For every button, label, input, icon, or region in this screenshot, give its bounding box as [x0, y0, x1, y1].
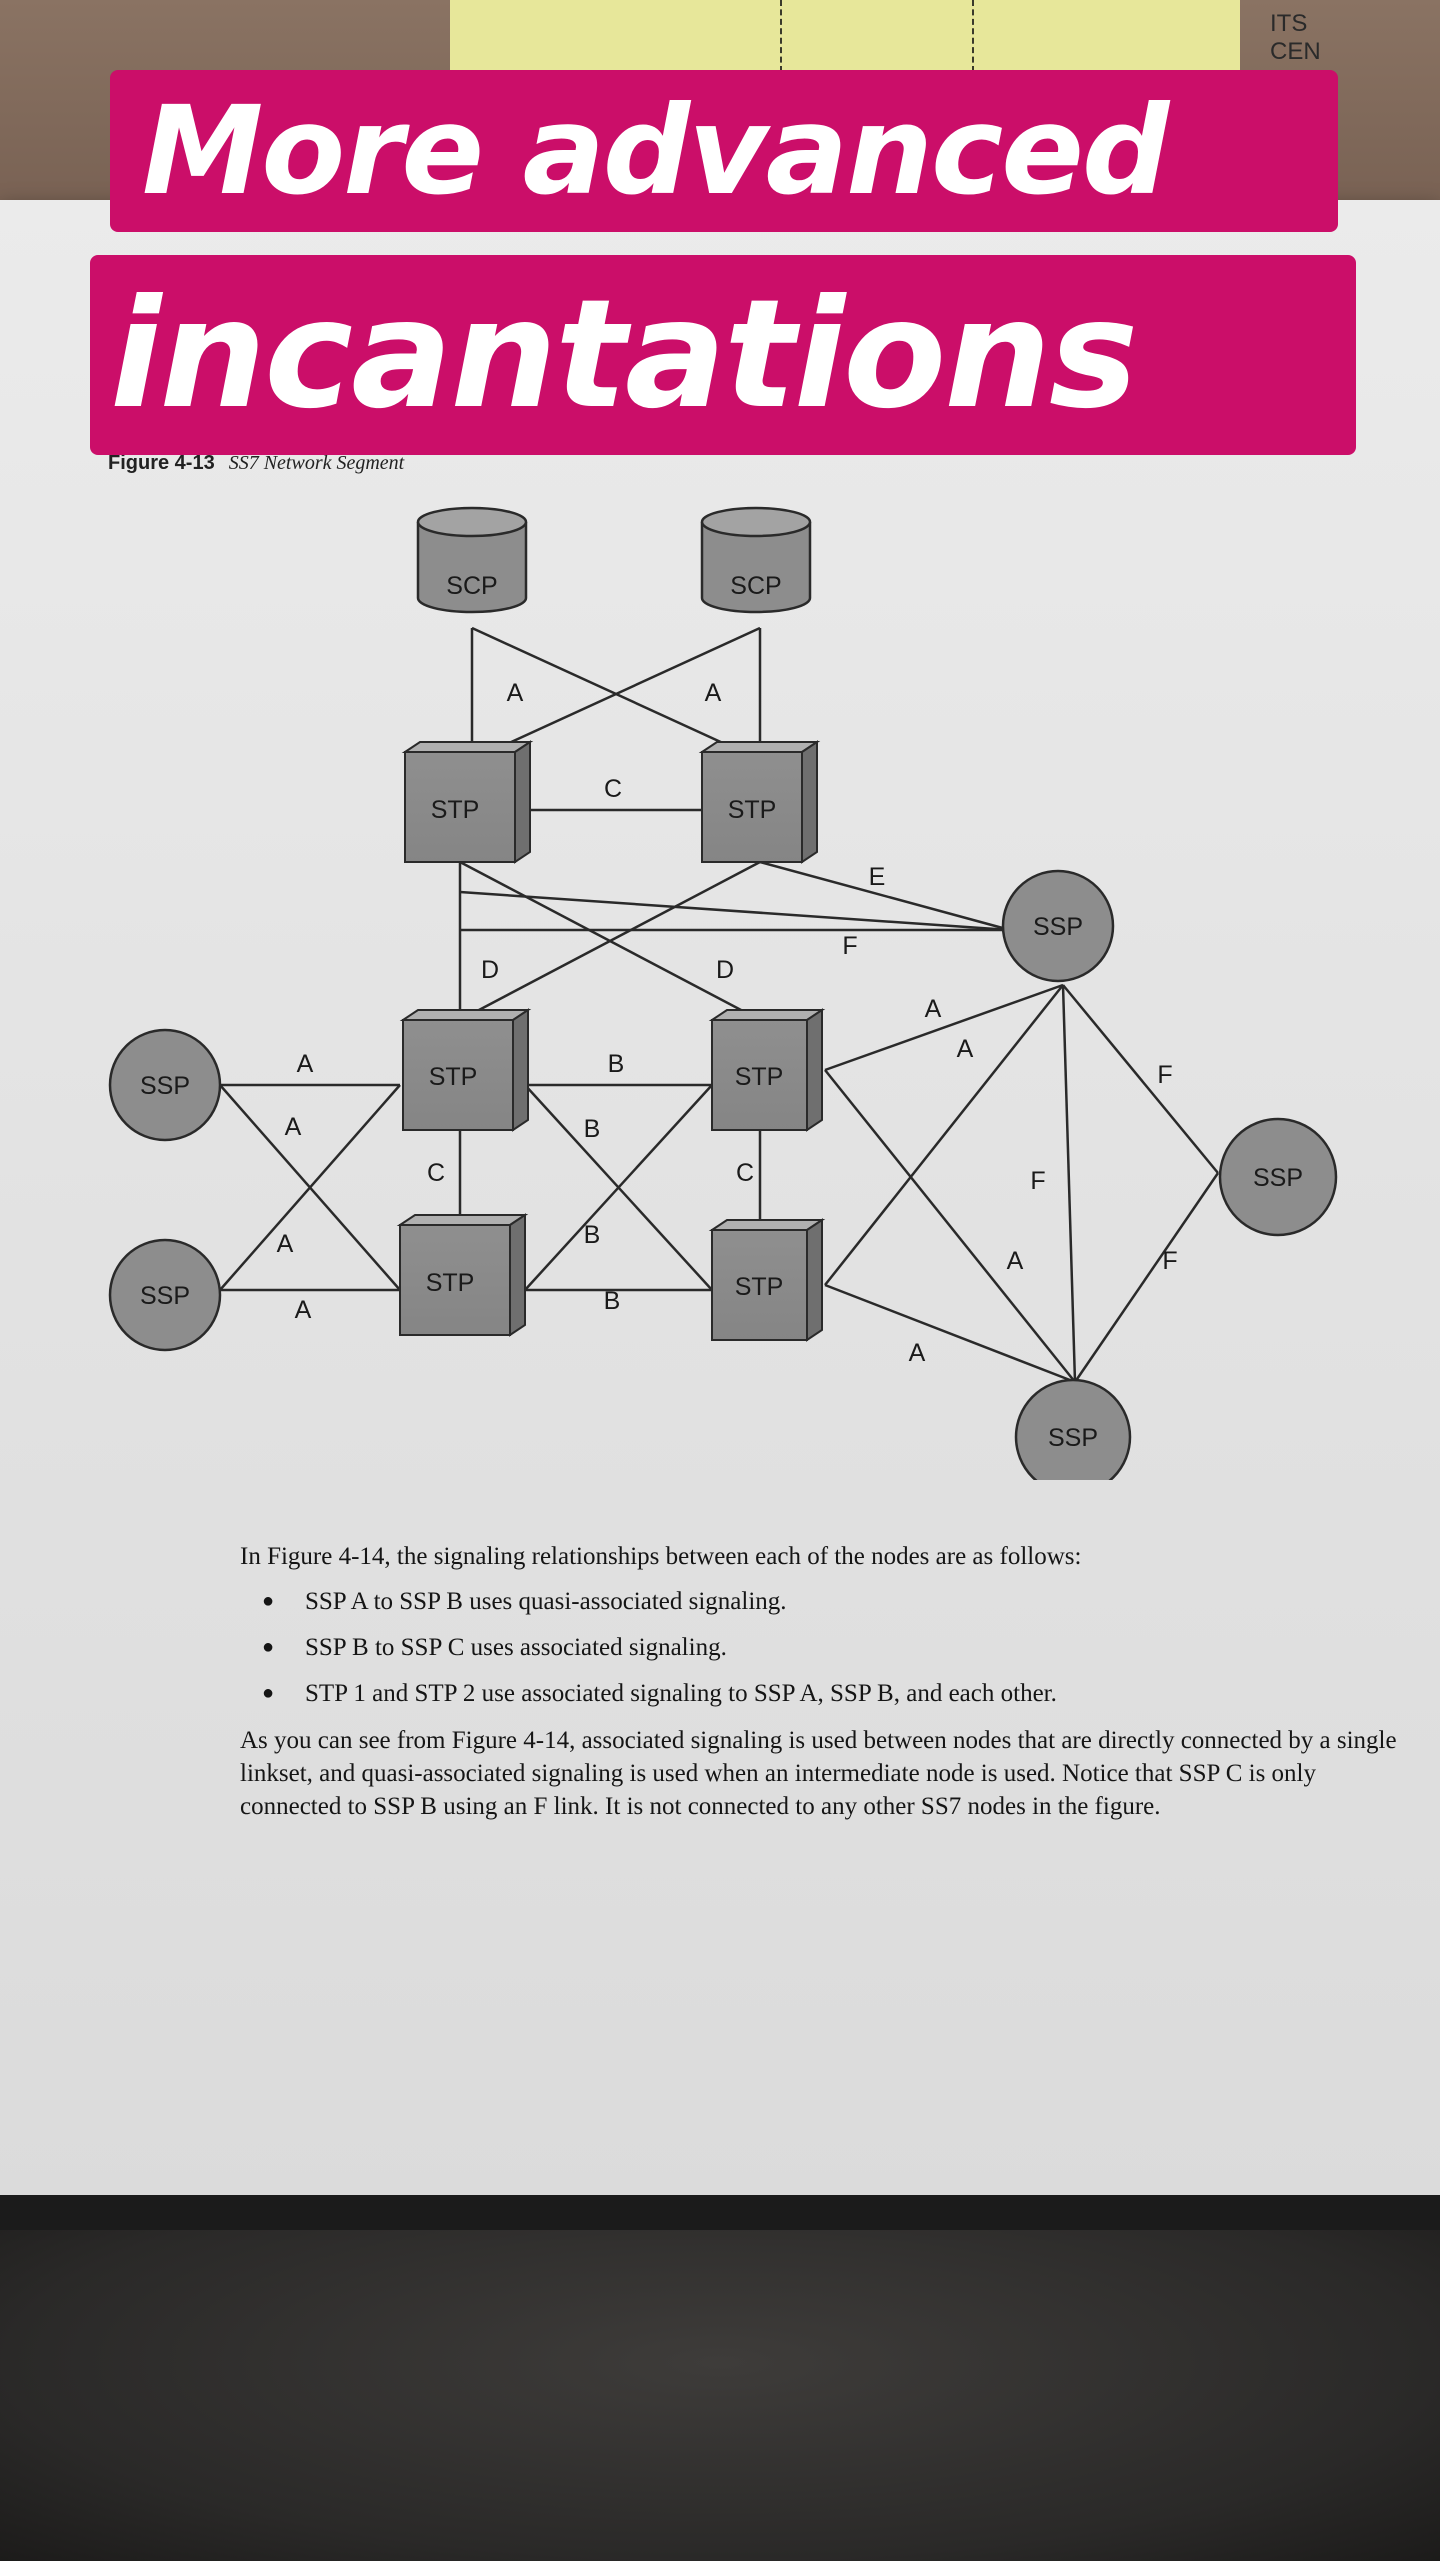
stp-top-left: STP [401, 740, 534, 864]
card-dashed-box [780, 0, 974, 72]
link-label: A [705, 679, 722, 707]
list-item: SSP B to SSP C uses associated signaling… [240, 1631, 1420, 1664]
link-label: A [909, 1339, 926, 1367]
ssp-bottom-label: SSP [1048, 1424, 1098, 1452]
stp-mid-left: STP [399, 1008, 532, 1132]
stp-nodes: STP STP STP STP STP [396, 740, 826, 1342]
ssp-bottom: SSP [1014, 1378, 1132, 1480]
link-label: B [604, 1287, 621, 1315]
caption-line-2-text: incantations [110, 268, 1138, 442]
body-paragraph: As you can see from Figure 4-14, associa… [240, 1727, 1397, 1820]
link-label: B [584, 1115, 601, 1143]
scp-right-label: SCP [730, 572, 781, 600]
figure-label: Figure 4-13 SS7 Network Segment [108, 452, 404, 475]
link-label: C [736, 1159, 754, 1187]
scp-left-label: SCP [446, 572, 497, 600]
background-lap [0, 2230, 1440, 2561]
ssp-right-top-label: SSP [1033, 913, 1083, 941]
ssp-left-bottom-label: SSP [140, 1282, 190, 1310]
ssp-left-top-label: SSP [140, 1072, 190, 1100]
scp-nodes: SCP SCP [416, 506, 812, 614]
link-label: A [1007, 1247, 1024, 1275]
scp-right: SCP [700, 506, 812, 614]
link-lines [160, 626, 1220, 1384]
link-label: A [285, 1113, 302, 1141]
ssp-far-right-label: SSP [1253, 1164, 1303, 1192]
link-label: A [957, 1035, 974, 1063]
card-text: ITS CEN [1270, 10, 1321, 65]
scp-left: SCP [416, 506, 528, 614]
figure-title: SS7 Network Segment [228, 452, 405, 474]
link-label: A [297, 1050, 314, 1078]
ssp-left-top: SSP [108, 1028, 222, 1142]
stp-bottom-left: STP [396, 1213, 529, 1337]
link-label: F [842, 932, 857, 960]
body-text: In Figure 4-14, the signaling relationsh… [240, 1540, 1420, 1823]
list-item: STP 1 and STP 2 use associated signaling… [240, 1677, 1420, 1710]
ss7-network-diagram: SCP SCP STP STP STP [108, 506, 1338, 1480]
stp-mid-right-label: STP [735, 1063, 784, 1091]
bullet-list: SSP A to SSP B uses quasi-associated sig… [240, 1585, 1420, 1710]
stp-bottom-left-label: STP [426, 1269, 475, 1297]
link-label: F [1030, 1167, 1045, 1195]
link-label: C [427, 1159, 445, 1187]
link-label: D [481, 956, 499, 984]
link-label: B [608, 1050, 625, 1078]
figure-number: Figure 4-13 [108, 452, 215, 474]
ssp-far-right: SSP [1218, 1117, 1338, 1237]
caption-line-2: incantations [90, 255, 1356, 455]
stp-top-right: STP [698, 740, 821, 864]
link-label: A [507, 679, 524, 707]
stp-bottom-right-label: STP [735, 1273, 784, 1301]
link-label: F [1162, 1247, 1177, 1275]
stp-top-left-label: STP [431, 796, 480, 824]
intro-paragraph: In Figure 4-14, the signaling relationsh… [240, 1543, 1082, 1570]
ssp-nodes: SSP SSP SSP SSP SSP [108, 869, 1338, 1480]
stp-mid-left-label: STP [429, 1063, 478, 1091]
stp-bottom-right: STP [708, 1218, 826, 1342]
list-item: SSP A to SSP B uses quasi-associated sig… [240, 1585, 1420, 1618]
stp-top-right-label: STP [728, 796, 777, 824]
link-label: D [716, 956, 734, 984]
ssp-left-bottom: SSP [108, 1238, 222, 1352]
stp-mid-right: STP [708, 1008, 826, 1132]
link-labels: A A C E F D D A B A B A C C B A B A A F … [277, 679, 1178, 1367]
link-label: B [584, 1221, 601, 1249]
link-label: A [277, 1230, 294, 1258]
link-label: C [604, 775, 622, 803]
link-label: A [295, 1296, 312, 1324]
ssp-right-top: SSP [1001, 869, 1115, 983]
caption-line-1-text: More advanced [142, 80, 1169, 222]
link-label: E [869, 863, 886, 891]
caption-line-1: More advanced [110, 70, 1338, 232]
link-label: F [1157, 1061, 1172, 1089]
link-label: A [925, 995, 942, 1023]
